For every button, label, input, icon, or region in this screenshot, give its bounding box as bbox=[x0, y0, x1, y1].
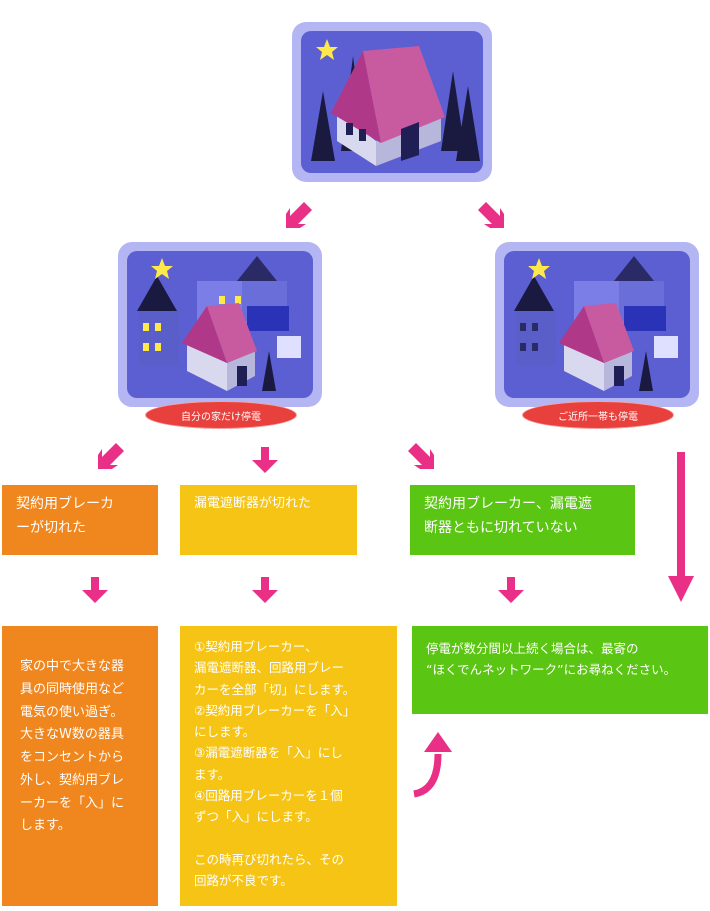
leakage-action-box: ①契約用ブレーカー、 漏電遮断器、回路用ブレー カーを全部「切」にします。 ②契… bbox=[180, 626, 397, 906]
arrow-down-left-icon bbox=[98, 443, 124, 469]
neighborhood-badge: ご近所一帯も停電 bbox=[522, 401, 674, 429]
long-arrow-down-icon bbox=[668, 452, 694, 602]
contract-action-box: 家の中で大きな器 具の同時使用など 電気の使い過ぎ。 大きなW数の器具 をコンセ… bbox=[2, 626, 158, 906]
leakage-breaker-box: 漏電遮断器が切れた bbox=[180, 485, 357, 555]
neighborhood-panel bbox=[495, 242, 699, 407]
arrow-down-icon bbox=[252, 577, 278, 603]
arrow-down-right-icon bbox=[408, 443, 434, 469]
single-house-panel bbox=[292, 22, 492, 182]
own-house-panel bbox=[118, 242, 322, 407]
contact-box: 停電が数分間以上続く場合は、最寄の “ほくでんネットワーク”にお尋ねください。 bbox=[412, 626, 708, 714]
arrow-down-left-icon bbox=[286, 202, 312, 228]
star-icon bbox=[528, 258, 550, 279]
star-icon bbox=[151, 258, 173, 279]
curved-arrow-up-icon bbox=[413, 732, 452, 798]
arrow-down-icon bbox=[498, 577, 524, 603]
arrow-down-icon bbox=[82, 577, 108, 603]
house-night-icon bbox=[311, 39, 480, 166]
contract-breaker-box: 契約用ブレーカ ーが切れた bbox=[2, 485, 158, 555]
star-icon bbox=[316, 39, 338, 60]
own-house-badge: 自分の家だけ停電 bbox=[145, 401, 297, 429]
neither-breaker-box: 契約用ブレーカー、漏電遮 断器ともに切れていない bbox=[410, 485, 635, 555]
neighborhood-dark-icon bbox=[514, 256, 678, 391]
arrow-down-right-icon bbox=[478, 202, 504, 228]
neighborhood-lights-icon bbox=[137, 256, 301, 391]
arrow-down-icon bbox=[252, 447, 278, 473]
